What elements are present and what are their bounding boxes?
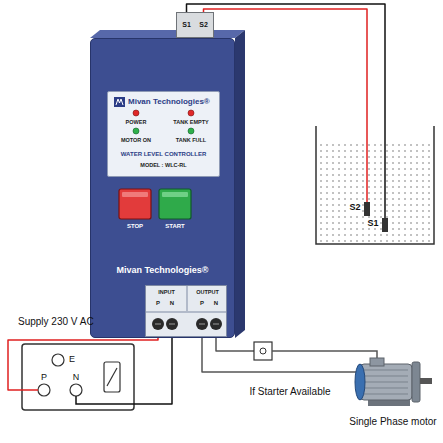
motor-feet (368, 400, 410, 406)
strip-divider (146, 312, 226, 313)
water (317, 140, 433, 243)
front-label-panel: Mivan Technologies® POWERTANK EMPTY MOTOR … (107, 91, 220, 177)
terminal-screw (152, 318, 164, 330)
label-text: P (39, 372, 49, 382)
wire (216, 337, 238, 351)
label-text: If Starter Available (238, 386, 342, 398)
starter-lead (272, 350, 342, 352)
probe-wire (366, 118, 368, 202)
label-text: Mivan Technologies® (91, 265, 234, 275)
label-text: S1 (366, 218, 380, 228)
wire (342, 350, 346, 352)
label-text: TANK FULL (163, 137, 219, 143)
indicator-led (133, 110, 139, 116)
button-highlight (122, 192, 148, 197)
terminal-screw (196, 318, 208, 330)
brand-logo-mark (116, 99, 123, 105)
earth-pin (52, 354, 64, 366)
water-tank: S2S1 (312, 118, 438, 250)
cooling-fin (364, 394, 408, 395)
neutral-pin (70, 384, 82, 396)
label-text: WATER LEVEL CONTROLLER (108, 151, 219, 158)
motor-flange (412, 362, 420, 402)
indicator-led (188, 110, 194, 116)
housing-top-face (90, 30, 245, 38)
button-face (119, 189, 151, 219)
strip-divider (187, 286, 188, 311)
label-text: E (67, 354, 77, 364)
indicator-led (133, 128, 139, 134)
phase-pin (38, 384, 50, 396)
label-text: OUTPUT (189, 289, 226, 295)
supply-socket: Supply 230 V AC E P N (18, 316, 138, 414)
label-text: N (71, 372, 81, 382)
label-text: START (155, 223, 195, 230)
probe-rod (382, 218, 388, 232)
motor-shaft (420, 378, 432, 384)
screw-slot (155, 324, 161, 325)
screw-slot (169, 324, 175, 325)
label-text: MODEL : WLC-RL (108, 162, 219, 168)
terminal-screw (210, 318, 222, 330)
label-text: MOTOR ON (108, 137, 164, 143)
wire-connector (202, 337, 346, 372)
label-text: INPUT (148, 289, 185, 295)
starter-box: If Starter Available (238, 342, 342, 400)
stop-button: STOP (115, 189, 155, 235)
cooling-fin (364, 370, 408, 371)
label-text: S2 (195, 21, 212, 29)
single-phase-motor: Single Phase motor (346, 340, 440, 432)
cooling-fin (364, 388, 408, 389)
label-text: TANK EMPTY (163, 119, 219, 125)
fan-cover (355, 364, 365, 400)
wire-connector (216, 337, 238, 351)
label-text: POWER (108, 119, 164, 125)
housing-side-face (235, 30, 245, 338)
starter-lead (238, 350, 254, 352)
socket-switch (104, 362, 120, 392)
screw-slot (213, 324, 219, 325)
neutral-lead (76, 396, 138, 404)
label-text: P (196, 300, 208, 307)
label-text: N (166, 300, 178, 307)
motor-body (360, 364, 412, 400)
label-text: S2 (348, 202, 362, 212)
label-text: Supply 230 V AC (18, 316, 138, 328)
label-text: S1 (178, 21, 195, 29)
supply-socket-art (18, 316, 138, 414)
label-text: P (152, 300, 164, 307)
probe-wire (384, 118, 386, 218)
start-button: START (155, 189, 195, 235)
starter-contact (260, 348, 266, 354)
wire (202, 337, 346, 372)
label-text: Single Phase motor (346, 416, 440, 428)
label-text: STOP (115, 223, 155, 230)
label-text: Mivan Technologies® (128, 97, 218, 106)
indicator-led (188, 128, 194, 134)
tank-wall (316, 126, 434, 244)
cooling-fin (364, 376, 408, 377)
starter-symbol (254, 342, 272, 360)
cooling-fin (364, 382, 408, 383)
terminal-strip: INPUTOUTPUTPNPN (145, 285, 227, 337)
brand-logo (114, 97, 125, 107)
water-tank-art (312, 118, 438, 250)
socket-plate (22, 344, 134, 410)
phase-lead (18, 389, 38, 391)
probe-rod (364, 202, 370, 216)
sensor-terminal: S1S2 (176, 12, 214, 38)
button-highlight (162, 192, 188, 197)
button-face (159, 189, 191, 219)
terminal-screw (166, 318, 178, 330)
wire-connector (342, 351, 346, 352)
label-text: N (210, 300, 222, 307)
switch-rocker (107, 368, 117, 386)
controller-housing: Mivan Technologies®Mivan Technologies®PO… (90, 38, 235, 338)
wire (138, 337, 172, 404)
screw-slot (199, 324, 205, 325)
terminal-box (370, 358, 384, 366)
motor-lead (346, 351, 377, 358)
